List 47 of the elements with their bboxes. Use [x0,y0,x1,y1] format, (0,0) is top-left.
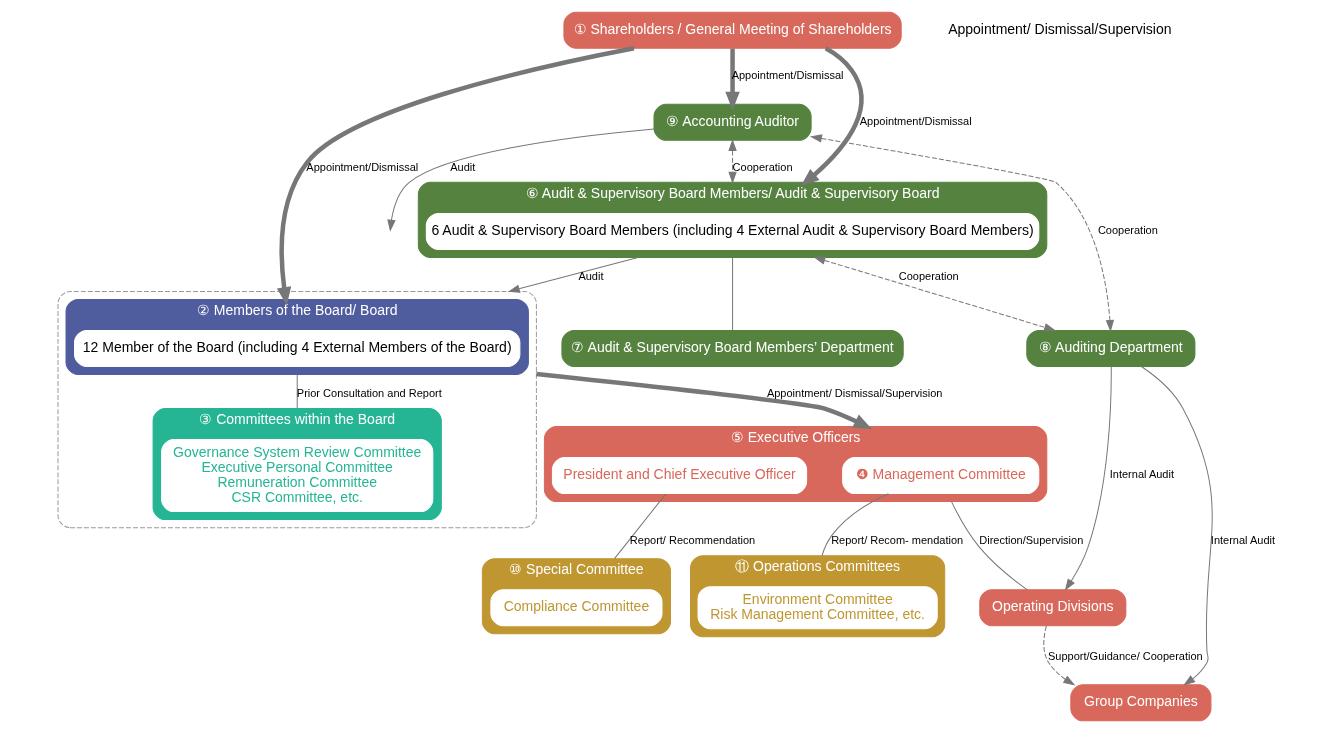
arrow [1140,366,1213,686]
node-box: ⑧ Auditing Department [1025,329,1195,367]
edge-label: Appointment/Dismissal [731,69,844,82]
node-box: ⑦ Audit & Supervisory Board Members’ Department [560,329,904,367]
edge-label: Direction/Supervision [978,534,1083,547]
edge-label: Appointment/Dismissal [859,115,972,128]
edge-label: Prior Consultation and Report [296,387,442,400]
edge-label: Cooperation [732,161,793,174]
edge-label: Support/Guidance/ Cooperation [1047,649,1203,662]
connector [821,493,889,557]
arrow [1064,366,1112,591]
connector [950,501,1028,591]
node-box: President and Chief Executive Officer [551,457,807,495]
node-box: ① Shareholders / General Meeting of Shareholders [562,11,902,49]
arrow [535,371,872,430]
arrow [724,48,740,111]
cluster [57,290,537,529]
edge-label: Internal Audit [1109,468,1174,481]
edge-label: Audit [577,270,603,283]
node-box: Operating Divisions [978,589,1126,627]
edge-label: Audit [449,161,475,174]
node-box: Governance System Review Committee Executive Personal Committee Remuneration Committee CSR Committee, etc. [160,439,433,513]
node-box: Compliance Committee [489,589,662,627]
node-box: Group Companies [1069,684,1211,722]
node-box: 6 Audit & Supervisory Board Members (including 4 External Audit & Supervisory Board Members) [425,212,1039,250]
edge-label: Report/ Recom- mendation [830,534,963,547]
arrow [386,128,654,231]
edge-label: Cooperation [1097,224,1158,237]
node-box: ⑨ Accounting Auditor [653,103,812,141]
connector [613,493,666,560]
arrow [810,134,1114,331]
label: Appointment/ Dismissal/Supervision [947,20,1171,37]
edge-label: Internal Audit [1210,534,1275,547]
arrow [728,140,737,183]
arrow [508,256,638,293]
arrow [813,256,1055,332]
arrow [276,46,634,306]
edge-label: Appointment/ Dismissal/Supervision [766,387,942,400]
arrow [800,46,864,187]
node-box: 12 Member of the Board (including 4 External Members of the Board) [73,329,520,367]
node-box: Environment Committee Risk Management Committee, etc. [697,586,938,630]
arrow [1042,625,1074,686]
edge-label: Report/ Recommendation [629,534,755,547]
edge-label: Appointment/Dismissal [305,161,418,174]
edge-label: Cooperation [898,270,959,283]
node-box: ❹ Management Committee [841,457,1039,495]
connector [731,256,733,331]
